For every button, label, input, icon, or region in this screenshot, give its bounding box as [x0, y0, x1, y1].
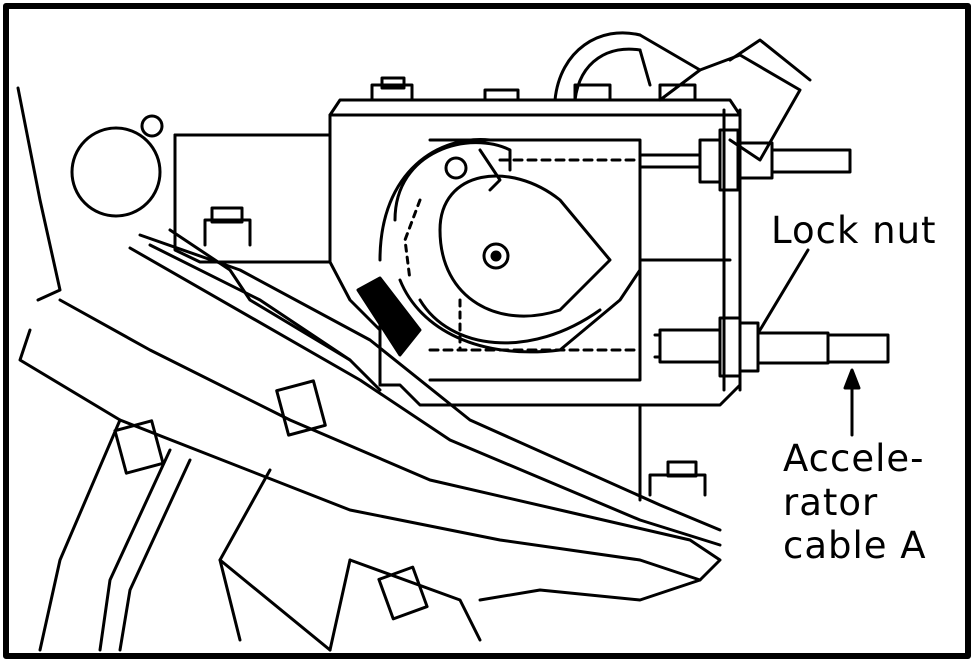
- upper-cable: [638, 128, 852, 192]
- throttle-body: [173, 98, 742, 407]
- left-frame-line: [16, 86, 62, 302]
- engine-body: [38, 379, 702, 652]
- throttle-cam: [378, 138, 642, 354]
- cable-bracket: [722, 108, 742, 392]
- accelerator-cable-label-line2: rator: [783, 481, 879, 524]
- accelerator-arrowhead: [843, 368, 861, 390]
- lock-nut-label: Lock nut: [771, 209, 937, 252]
- accelerator-cable-label-line1: Accele-: [783, 437, 925, 480]
- lock-nut-leader: [758, 248, 810, 332]
- accelerator-cable-label-line3: cable A: [783, 524, 927, 567]
- top-pipe: [553, 31, 812, 162]
- bolts: [203, 76, 707, 497]
- accelerator-cable-a: [653, 316, 890, 378]
- mount-hole-small: [140, 114, 164, 138]
- border: [3, 3, 971, 659]
- mount-hole-large: [70, 126, 162, 218]
- rubber-boot: [356, 276, 422, 357]
